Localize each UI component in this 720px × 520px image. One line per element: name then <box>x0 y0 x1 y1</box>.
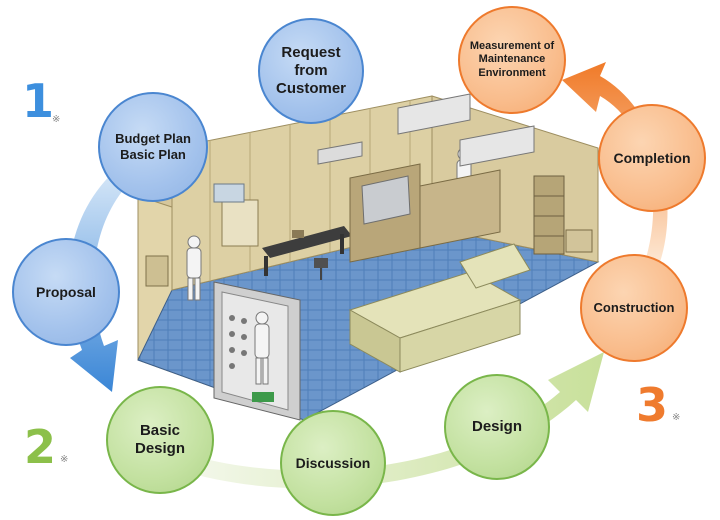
request-line-3: Customer <box>275 80 346 97</box>
proposal-label: Proposal <box>36 283 96 300</box>
discussion-label: Discussion <box>295 454 371 471</box>
basic-design-line-1: Basic <box>139 422 180 439</box>
budget-line-1: Budget Plan <box>115 131 191 147</box>
measurement-node: Measurement of Maintenance Environment <box>458 6 566 114</box>
step-number-3: 3 <box>636 378 669 432</box>
basic-design-line-2: Design <box>134 440 185 457</box>
request-line-1: Request <box>281 44 341 61</box>
construction-label: Construction <box>593 300 675 316</box>
request-from-customer-node: Request from Customer <box>258 18 364 124</box>
orange-flow-arrow <box>562 62 668 262</box>
step-number-2: 2 <box>24 420 57 474</box>
basic-design-node: Basic Design <box>106 386 214 494</box>
discussion-node: Discussion <box>280 410 386 516</box>
design-node: Design <box>444 374 550 480</box>
step-number-1: 1 <box>22 74 55 128</box>
budget-plan-node: Budget Plan Basic Plan <box>98 92 208 202</box>
measurement-line-3: Environment <box>478 66 546 79</box>
cleanroom-illustration <box>137 93 600 421</box>
completion-label: Completion <box>613 149 691 166</box>
green-flow-arrow <box>180 352 604 489</box>
request-line-2: from <box>294 62 328 79</box>
measurement-line-2: Maintenance <box>478 53 546 66</box>
proposal-node: Proposal <box>12 238 120 346</box>
budget-line-2: Basic Plan <box>120 147 186 162</box>
step-note-2: ※ <box>60 454 69 465</box>
step-note-3: ※ <box>672 412 681 423</box>
design-label: Design <box>471 418 522 435</box>
completion-node: Completion <box>598 104 706 212</box>
measurement-line-1: Measurement of <box>469 40 555 53</box>
step-note-1: ※ <box>52 114 61 125</box>
construction-node: Construction <box>580 254 688 362</box>
